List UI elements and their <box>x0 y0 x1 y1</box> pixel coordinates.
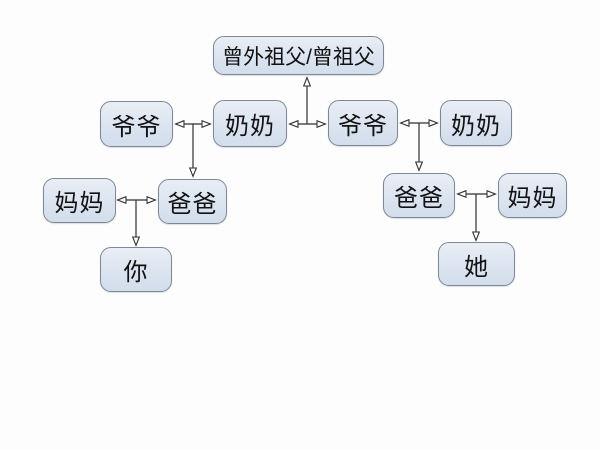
connector-grandparents-her-side <box>401 123 437 170</box>
node-great-grandfather: 曾外祖父/曾祖父 <box>213 36 384 75</box>
node-grandfather-her-side: 爷爷 <box>328 100 398 146</box>
node-grandfather-your-side: 爷爷 <box>100 101 173 147</box>
connector-great-grandparent-link <box>290 78 325 124</box>
node-father-her-side: 爸爸 <box>383 173 455 218</box>
node-you: 你 <box>100 247 172 292</box>
node-mother-your-side: 妈妈 <box>43 178 116 223</box>
connector-grandparents-your-side <box>176 124 210 176</box>
connector-parents-your-side <box>118 200 155 245</box>
node-mother-her-side: 妈妈 <box>498 173 567 218</box>
node-her: 她 <box>438 242 515 286</box>
node-grandmother-her-side: 奶奶 <box>440 100 512 146</box>
node-grandmother-your-side: 奶奶 <box>213 100 287 147</box>
connector-parents-her-side <box>458 194 495 240</box>
node-father-your-side: 爸爸 <box>158 179 227 224</box>
